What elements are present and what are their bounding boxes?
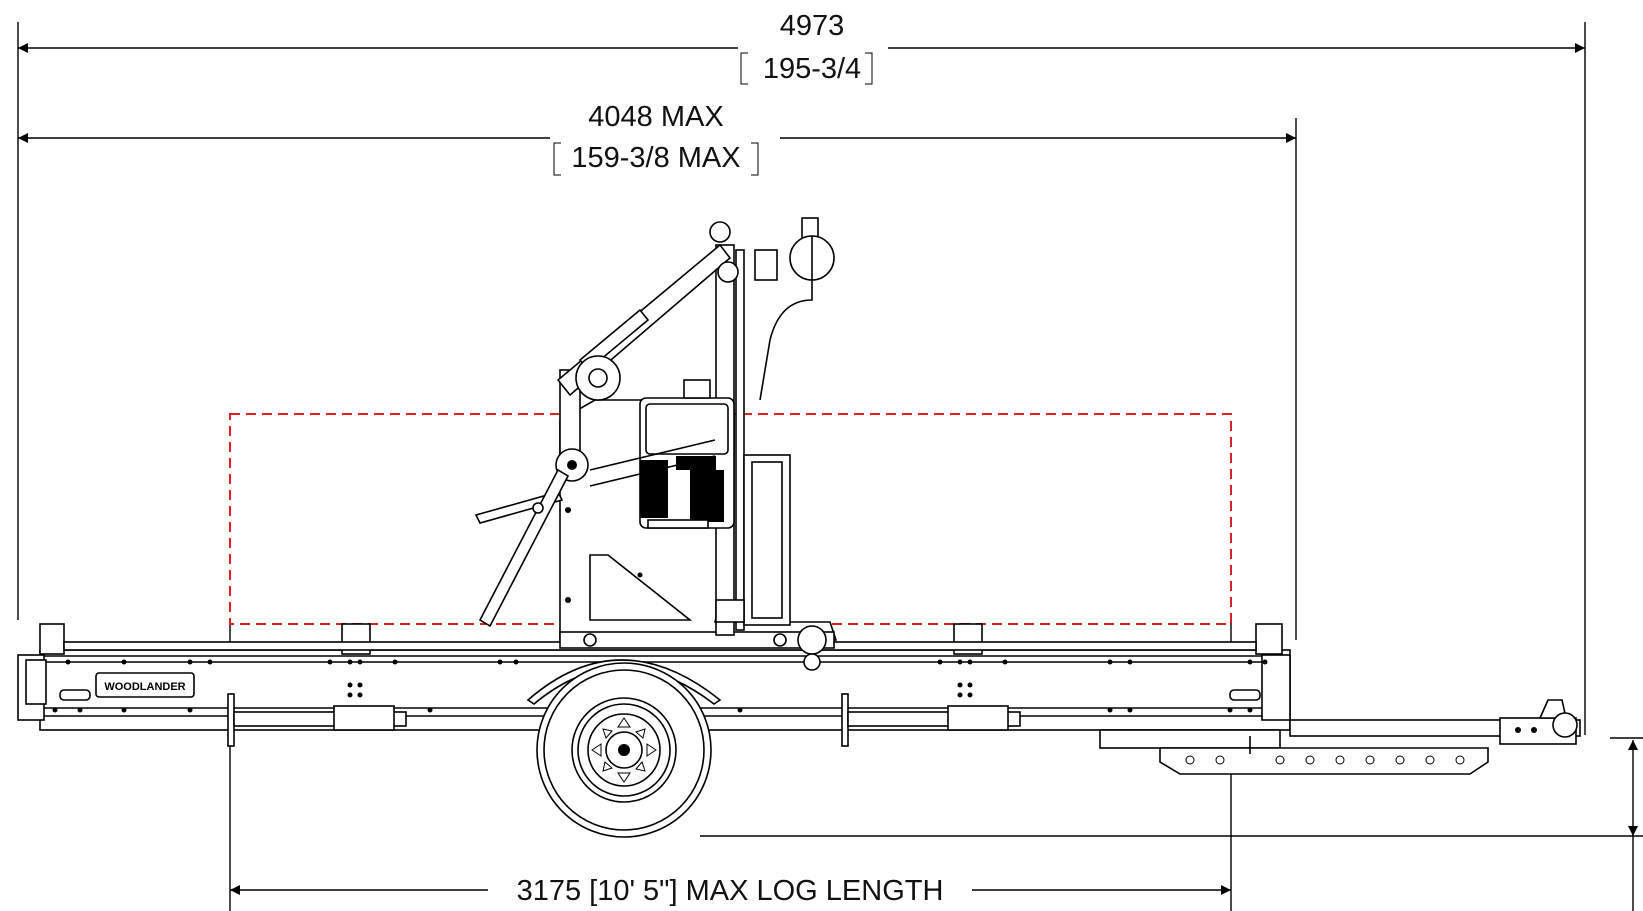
bracket-left xyxy=(740,52,748,85)
max-length-mm-label: 4048 MAX xyxy=(588,101,723,133)
saw-head-assembly xyxy=(474,217,838,671)
log-length-label: 3175 [10' 5"] MAX LOG LENGTH xyxy=(517,875,944,907)
max-length-dimension: 4048 MAX 159-3/8 MAX xyxy=(18,101,1297,640)
brand-plate xyxy=(95,672,195,698)
trailer-wheel xyxy=(536,662,712,838)
overall-length-mm-label: 4973 xyxy=(780,10,845,42)
max-length-in-label: 159-3/8 MAX xyxy=(571,142,740,174)
trailer-tongue xyxy=(1099,699,1581,775)
brand-label: WOODLANDER xyxy=(104,681,185,693)
bracket-right xyxy=(865,52,873,85)
height-dimension xyxy=(700,737,1643,911)
overall-length-in-label: 195-3/4 xyxy=(763,53,861,85)
frame-bolt-holes xyxy=(52,659,1268,713)
outrigger-legs xyxy=(227,693,1021,747)
overall-length-dimension: 4973 195-3/4 xyxy=(17,10,1586,735)
